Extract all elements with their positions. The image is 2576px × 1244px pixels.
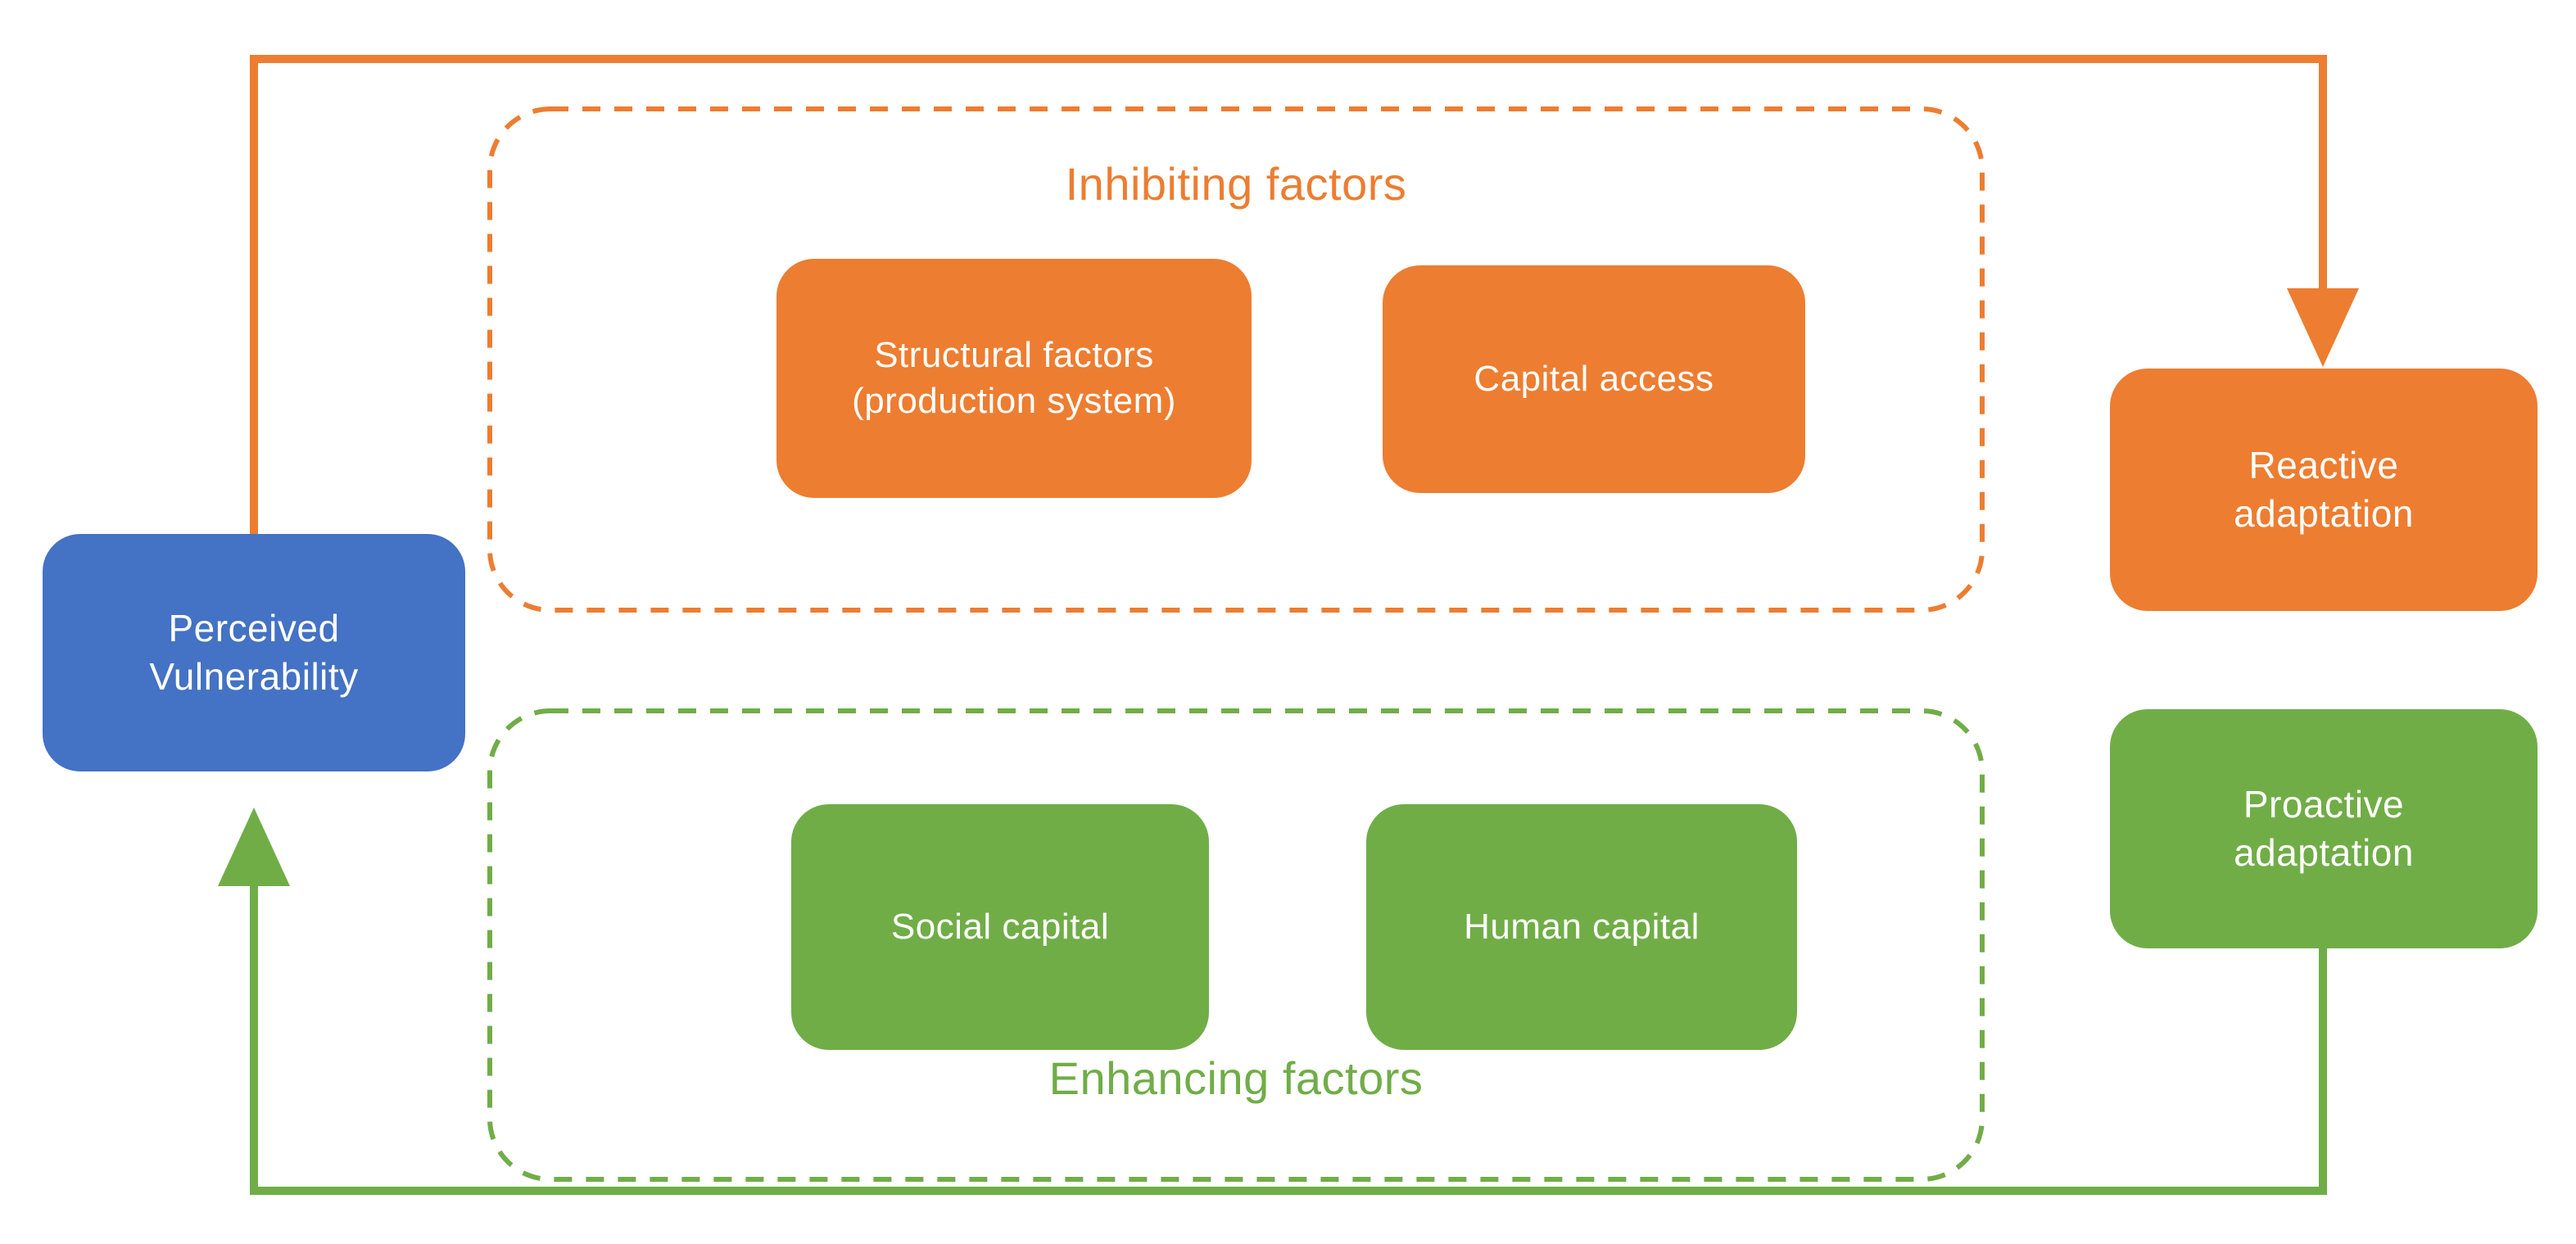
proactive-to-vulnerability-arrowhead [218,807,290,886]
enhancing-factors-container-outline [487,708,1985,1182]
vulnerability-to-reactive-arrow-line [250,55,2327,534]
enhancing-factors-label: Enhancing factors [1048,1052,1424,1104]
node-perceived-vulnerability: Perceived Vulnerability [43,534,465,771]
node-human-capital: Human capital [1366,804,1797,1050]
inhibiting-factors-label: Inhibiting factors [1065,158,1407,210]
vulnerability-to-reactive-arrowhead [2287,288,2359,367]
proactive-to-vulnerability-arrow-line [250,883,2327,1195]
inhibiting-factors-container-outline [487,106,1985,613]
node-proactive-adaptation: Proactive adaptation [2110,709,2538,948]
node-reactive-adaptation: Reactive adaptation [2110,369,2538,611]
node-social-capital: Social capital [791,804,1209,1050]
node-structural-factors: Structural factors (production system) [776,259,1252,498]
node-capital-access: Capital access [1383,265,1805,493]
